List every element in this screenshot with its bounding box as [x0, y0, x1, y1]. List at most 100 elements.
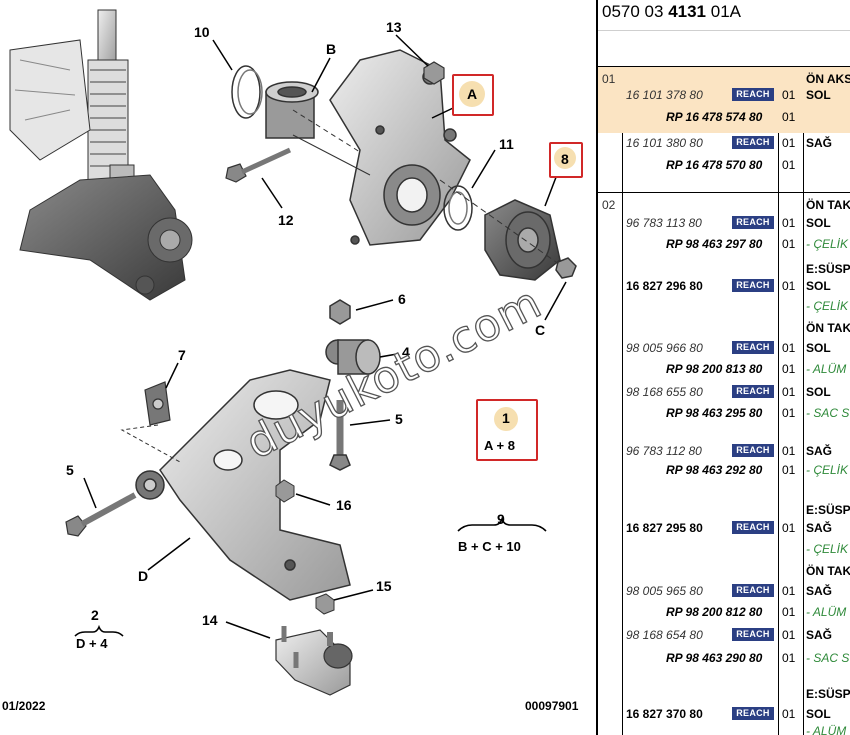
- part-code: 16 101 380 80: [626, 136, 703, 150]
- qty: 01: [782, 584, 796, 598]
- parts-table-panel: 0570 03 4131 01A 01 ÖN AKS 16 101 378 80…: [596, 0, 850, 735]
- table-row[interactable]: - ALÜM: [598, 724, 850, 735]
- qty: 01: [782, 136, 796, 150]
- reach-badge: REACH: [732, 707, 774, 720]
- part-code-rp: RP 98 463 292 80: [666, 463, 763, 477]
- title-bold: 4131: [668, 2, 707, 21]
- callout-16[interactable]: 16: [336, 497, 352, 513]
- callout-9[interactable]: 9: [497, 511, 505, 527]
- callout-B[interactable]: B: [326, 41, 337, 57]
- material-note: - ÇELİK: [806, 542, 849, 556]
- callout-box-A[interactable]: A: [452, 74, 494, 116]
- title-suffix: 01A: [706, 2, 741, 21]
- callout-4[interactable]: 4: [402, 344, 410, 360]
- callout-5-left[interactable]: 5: [66, 462, 74, 478]
- qty: 01: [782, 279, 796, 293]
- desc: SOL: [806, 88, 831, 102]
- callout-10[interactable]: 10: [194, 24, 210, 40]
- callout-5-right[interactable]: 5: [395, 411, 403, 427]
- steering-knuckle: [329, 49, 471, 246]
- part-code: 98 168 655 80: [626, 385, 703, 399]
- reach-badge: REACH: [732, 385, 774, 398]
- table-row[interactable]: RP 98 463 290 80 01 - SAC S: [598, 651, 850, 673]
- part-code: 96 783 112 80: [626, 444, 702, 458]
- qty: 01: [782, 406, 796, 420]
- material-note: - ÇELİK: [806, 463, 849, 477]
- table-row[interactable]: 16 827 370 80 REACH 01 SOL: [598, 707, 850, 729]
- callout-15[interactable]: 15: [376, 578, 392, 594]
- footer-date: 01/2022: [2, 699, 46, 713]
- table-row-highlighted[interactable]: [598, 67, 850, 133]
- callout-13[interactable]: 13: [386, 19, 402, 35]
- qty: 01: [782, 216, 796, 230]
- material-note: - ALÜM: [806, 724, 847, 735]
- reach-badge: REACH: [732, 584, 774, 597]
- callout-C[interactable]: C: [535, 322, 546, 338]
- callout-box-8[interactable]: 8: [549, 142, 583, 178]
- table-row[interactable]: RP 16 478 574 80 01: [598, 110, 850, 132]
- qty: 01: [782, 651, 796, 665]
- page-title: 0570 03 4131 01A: [598, 0, 850, 31]
- table-row[interactable]: 16 827 296 80 REACH 01 SOL: [598, 279, 850, 301]
- row-desc-top: ÖN TAK: [806, 321, 850, 335]
- table-row[interactable]: RP 98 463 297 80 01 - ÇELİK: [598, 237, 850, 259]
- highlight-circle: [459, 81, 485, 107]
- column-divider: [622, 66, 623, 735]
- table-divider: [598, 66, 850, 67]
- table-row[interactable]: 16 101 378 80 REACH 01 SOL: [598, 88, 850, 110]
- table-row[interactable]: 98 005 966 80 REACH 01 SOL: [598, 341, 850, 363]
- material-note: - ALÜM: [806, 362, 847, 376]
- strut-assembly-overview: [9, 9, 193, 301]
- callout-14[interactable]: 14: [202, 612, 218, 628]
- desc: SAĞ: [806, 136, 833, 150]
- table-row[interactable]: 98 168 655 80 REACH 01 SOL: [598, 385, 850, 407]
- reach-badge: REACH: [732, 444, 774, 457]
- table-row[interactable]: 16 101 380 80 REACH 01 SAĞ: [598, 136, 850, 158]
- bolt-5-left: [65, 492, 137, 537]
- row-desc-top: E:SÜSP: [806, 503, 850, 517]
- desc: SOL: [806, 707, 831, 721]
- callout-D[interactable]: D: [138, 568, 149, 584]
- row-desc-top: ÖN AKS: [806, 72, 850, 86]
- table-row[interactable]: 98 005 965 80 REACH 01 SAĞ: [598, 584, 850, 606]
- callout-box-1[interactable]: 1 A + 8: [476, 399, 538, 461]
- column-divider: [803, 66, 804, 735]
- table-row[interactable]: RP 98 463 295 80 01 - SAC S: [598, 406, 850, 428]
- material-note: - ALÜM: [806, 605, 847, 619]
- row-desc-top: E:SÜSP: [806, 262, 850, 276]
- footer-ref: 00097901: [525, 699, 579, 713]
- nut-13: [423, 61, 445, 85]
- table-row[interactable]: 16 827 295 80 REACH 01 SAĞ: [598, 521, 850, 543]
- callout-11[interactable]: 11: [499, 136, 514, 152]
- callout-6[interactable]: 6: [398, 291, 406, 307]
- part-code: 16 827 295 80: [626, 521, 703, 535]
- callout-7[interactable]: 7: [178, 347, 186, 363]
- qty: 01: [782, 341, 796, 355]
- lower-control-arm: [135, 369, 351, 601]
- callout-label-1: 1: [502, 410, 510, 426]
- table-row[interactable]: 98 168 654 80 REACH 01 SAĞ: [598, 628, 850, 650]
- table-row[interactable]: RP 98 200 812 80 01 - ALÜM: [598, 605, 850, 627]
- table-row[interactable]: RP 98 200 813 80 01 - ALÜM: [598, 362, 850, 384]
- group-divider: [598, 192, 850, 193]
- material-note: - SAC S: [806, 406, 850, 420]
- bushing-4: [325, 299, 381, 471]
- table-row[interactable]: 96 783 113 80 REACH 01 SOL: [598, 216, 850, 238]
- diagram-drawing: [9, 9, 577, 696]
- callout-2[interactable]: 2: [91, 607, 99, 623]
- table-row[interactable]: RP 16 478 570 80 01: [598, 158, 850, 180]
- desc: SOL: [806, 385, 831, 399]
- desc: SOL: [806, 216, 831, 230]
- part-code: 98 005 966 80: [626, 341, 703, 355]
- table-row[interactable]: RP 98 463 292 80 01 - ÇELİK: [598, 463, 850, 485]
- table-row[interactable]: - ÇELİK: [598, 299, 850, 321]
- desc: SAĞ: [806, 444, 833, 458]
- table-row[interactable]: - ÇELİK: [598, 542, 850, 564]
- reach-badge: REACH: [732, 279, 774, 292]
- material-note: - SAC S: [806, 651, 850, 665]
- row-desc-top: ÖN TAK: [806, 198, 850, 212]
- group-label-2: D + 4: [76, 636, 108, 651]
- callout-12[interactable]: 12: [278, 212, 294, 228]
- part-code: 16 101 378 80: [626, 88, 703, 102]
- table-row[interactable]: 96 783 112 80 REACH 01 SAĞ: [598, 444, 850, 466]
